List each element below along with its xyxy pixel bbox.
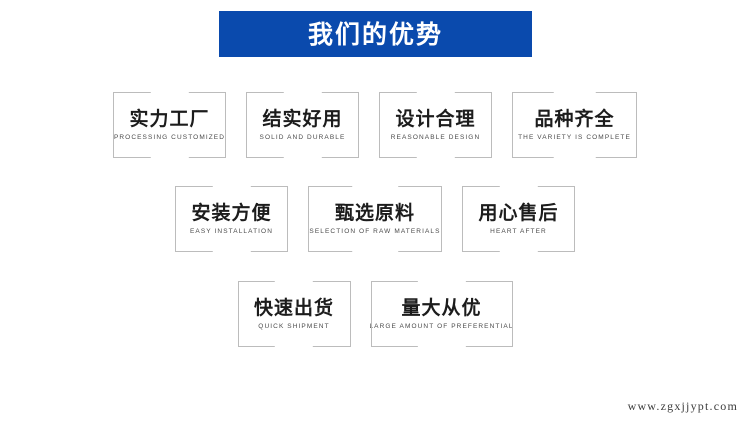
feature-box: 量大从优 LARGE AMOUNT OF PREFERENTIAL	[369, 281, 514, 347]
feature-subtitle-en: PROCESSING CUSTOMIZED	[113, 134, 226, 142]
feature-box-frame-r	[349, 281, 351, 347]
feature-box-frame-t	[512, 92, 637, 93]
feature-subtitle-en: REASONABLE DESIGN	[390, 134, 481, 142]
feature-box-frame-b	[462, 251, 575, 252]
feature-box: 用心售后 HEART AFTER	[462, 186, 575, 252]
feature-box-frame-l	[462, 186, 463, 252]
feature-box: 甄选原料 SELECTION OF RAW MATERIALS	[308, 186, 442, 252]
feature-box-frame-l	[175, 186, 176, 252]
feature-box-frame-b	[246, 157, 359, 158]
feature-box-frame-l	[237, 281, 239, 347]
feature-subtitle-en: EASY INSTALLATION	[190, 228, 273, 236]
feature-box-frame-b	[237, 346, 351, 347]
feature-box-frame-l	[308, 186, 309, 252]
feature-box-frame-l	[113, 92, 114, 158]
feature-box: 实力工厂 PROCESSING CUSTOMIZED	[113, 92, 226, 158]
feature-box-frame-b	[308, 251, 442, 252]
feature-box-frame-l	[512, 92, 513, 158]
feature-box-frame-b	[379, 157, 492, 158]
feature-box-frame-l	[379, 92, 380, 158]
feature-box-frame-t	[113, 92, 226, 93]
feature-box: 结实好用 SOLID AND DURABLE	[246, 92, 359, 158]
feature-box: 安装方便 EASY INSTALLATION	[175, 186, 288, 252]
feature-box-frame-t	[246, 92, 359, 93]
header-banner: 我们的优势	[219, 11, 532, 57]
feature-title-cn: 甄选原料	[334, 201, 415, 224]
feature-box-frame-r	[636, 92, 637, 158]
feature-box-frame-t	[237, 281, 351, 282]
feature-box-frame-r	[511, 281, 513, 347]
feature-box: 品种齐全 THE VARIETY IS COMPLETE	[512, 92, 637, 158]
feature-title-cn: 快速出货	[253, 296, 334, 319]
feature-box-frame-r	[441, 186, 442, 252]
feature-title-cn: 设计合理	[395, 107, 476, 130]
feature-box-frame-t	[370, 281, 513, 282]
feature-box-frame-b	[113, 157, 226, 158]
feature-subtitle-en: HEART AFTER	[490, 228, 547, 236]
page-title: 我们的优势	[307, 19, 443, 49]
feature-box: 设计合理 REASONABLE DESIGN	[379, 92, 492, 158]
feature-box-frame-t	[462, 186, 575, 187]
feature-subtitle-en: LARGE AMOUNT OF PREFERENTIAL	[369, 323, 514, 331]
feature-subtitle-en: THE VARIETY IS COMPLETE	[518, 134, 631, 142]
feature-title-cn: 量大从优	[401, 296, 482, 319]
feature-box: 快速出货 QUICK SHIPMENT	[237, 281, 351, 347]
feature-box-frame-r	[225, 92, 226, 158]
feature-subtitle-en: SOLID AND DURABLE	[259, 134, 346, 142]
site-watermark: www.zgxjjypt.com	[627, 399, 738, 413]
feature-box-frame-r	[491, 92, 492, 158]
feature-title-cn: 用心售后	[478, 201, 559, 224]
feature-box-frame-t	[308, 186, 442, 187]
feature-row-2: 安装方便 EASY INSTALLATION 甄选原料 SELECTION OF RA…	[0, 186, 750, 252]
feature-subtitle-en: QUICK SHIPMENT	[258, 323, 330, 331]
feature-box-frame-b	[512, 157, 637, 158]
feature-title-cn: 安装方便	[191, 201, 272, 224]
feature-box-frame-t	[175, 186, 288, 187]
feature-box-frame-l	[370, 281, 372, 347]
feature-box-frame-r	[287, 186, 288, 252]
feature-box-frame-t	[379, 92, 492, 93]
feature-subtitle-en: SELECTION OF RAW MATERIALS	[309, 228, 441, 236]
feature-title-cn: 实力工厂	[129, 107, 210, 130]
feature-box-frame-r	[574, 186, 575, 252]
feature-box-frame-b	[370, 346, 513, 347]
feature-box-frame-r	[358, 92, 359, 158]
feature-row-3: 快速出货 QUICK SHIPMENT 量大从优 LARGE AMOUNT OF PR…	[0, 281, 750, 347]
feature-title-cn: 结实好用	[262, 107, 343, 130]
feature-row-1: 实力工厂 PROCESSING CUSTOMIZED 结实好用 SOLID AND D…	[0, 92, 750, 158]
feature-title-cn: 品种齐全	[534, 107, 615, 130]
feature-box-frame-b	[175, 251, 288, 252]
feature-box-frame-l	[246, 92, 247, 158]
